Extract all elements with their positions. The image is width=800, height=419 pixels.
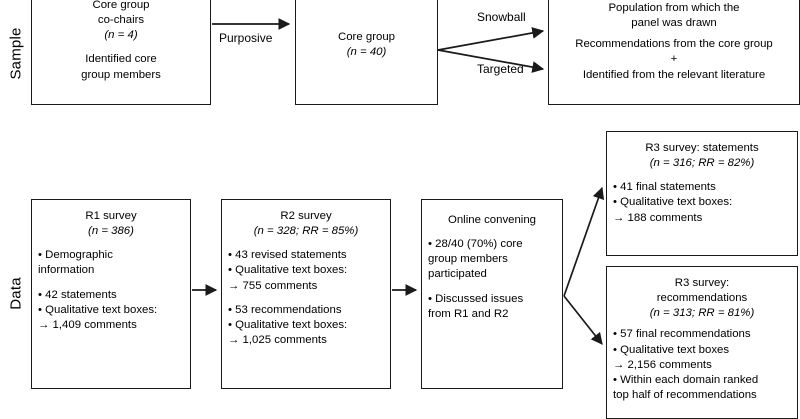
r2-bullet-1a: • 43 revised statements: [228, 249, 347, 262]
r1-subtitle: (n = 386): [88, 225, 134, 238]
r3r-subtitle: (n = 313; RR = 81%): [649, 307, 755, 320]
arrow-convening-to-r3-statements: [563, 186, 605, 297]
r3r-bullet-2: • Qualitative text boxes: [613, 343, 730, 356]
r2-bullet-2b: • Qualitative text boxes:: [228, 318, 348, 331]
r3r-bullet-4: • Within each domain ranked: [613, 373, 759, 386]
r2-bullet-2c: → 1,025 comments: [228, 334, 327, 347]
convening-title: Online convening: [447, 214, 537, 226]
core-chairs-line-3: (n = 4): [104, 29, 138, 42]
arrow-snowball: [437, 27, 545, 51]
arrow-convening-to-r3-recommendations: [563, 295, 603, 345]
box-online-convening[interactable]: Online convening • 28/40 (70%) core grou…: [421, 199, 563, 389]
population-line-1: Population from which the: [608, 2, 740, 14]
core-chairs-line-1: Core group: [92, 0, 150, 11]
population-plus: +: [670, 53, 678, 66]
r2-bullet-1c: → 755 comments: [228, 279, 318, 292]
r3s-bullet-1: • 41 final statements: [613, 181, 716, 194]
r3r-title-2: recommendations: [656, 292, 748, 305]
edge-label-targeted: Targeted: [477, 62, 524, 76]
box-r3-survey-statements[interactable]: R3 survey: statements (n = 316; RR = 82%…: [606, 131, 798, 256]
r2-bullet-2a: • 53 recommendations: [228, 303, 342, 316]
population-line-3: Recommendations from the core group: [575, 38, 773, 51]
r3r-title-1: R3 survey:: [674, 277, 730, 289]
box-population[interactable]: Population from which the panel was draw…: [548, 0, 800, 105]
box-core-group[interactable]: Core group (n = 40): [295, 0, 438, 105]
row-label-sample: Sample: [7, 27, 25, 80]
core-chairs-line-5: group members: [81, 68, 161, 81]
r3r-bullet-1: • 57 final recommendations: [613, 328, 751, 341]
core-chairs-line-2: co-chairs: [97, 14, 145, 27]
r3r-bullet-3: → 2,156 comments: [613, 358, 712, 371]
convening-bullet-1b: group members: [428, 253, 508, 266]
r3s-bullet-3: → 188 comments: [613, 211, 703, 224]
box-r2-survey[interactable]: R2 survey (n = 328; RR = 85%) • 43 revis…: [221, 199, 391, 389]
r1-bullet-1b: information: [38, 264, 95, 277]
convening-bullet-1c: participated: [428, 268, 487, 281]
r3s-subtitle: (n = 316; RR = 82%): [649, 157, 755, 170]
population-line-2: panel was drawn: [631, 17, 717, 30]
convening-bullet-2b: from R1 and R2: [428, 307, 509, 320]
core-group-line-2: (n = 40): [346, 46, 387, 59]
box-r3-survey-recommendations[interactable]: R3 survey: recommendations (n = 313; RR …: [606, 266, 798, 419]
r2-bullet-1b: • Qualitative text boxes:: [228, 264, 348, 277]
core-group-line-1: Core group: [338, 31, 395, 43]
r3s-bullet-2: • Qualitative text boxes:: [613, 196, 733, 209]
box-r1-survey[interactable]: R1 survey (n = 386) • Demographic inform…: [31, 199, 191, 389]
core-chairs-line-4: Identified core: [85, 53, 157, 66]
r1-bullet-2c: → 1,409 comments: [38, 318, 137, 331]
edge-label-purposive: Purposive: [219, 31, 273, 45]
r2-subtitle: (n = 328; RR = 85%): [253, 225, 359, 238]
row-label-data: Data: [7, 277, 25, 310]
edge-label-snowball: Snowball: [477, 10, 526, 24]
r1-bullet-1a: • Demographic: [38, 249, 113, 262]
convening-bullet-1a: • 28/40 (70%) core: [428, 238, 523, 251]
r3s-title: R3 survey: statements: [645, 142, 759, 154]
r1-bullet-2b: • Qualitative text boxes:: [38, 303, 158, 316]
r3r-bullet-5: top half of recommendations: [613, 389, 757, 402]
convening-bullet-2a: • Discussed issues: [428, 292, 524, 305]
r2-title: R2 survey: [280, 210, 332, 222]
r1-bullet-2a: • 42 statements: [38, 288, 117, 301]
box-core-group-co-chairs[interactable]: Core group co-chairs (n = 4) Identified …: [31, 0, 211, 105]
r1-title: R1 survey: [85, 210, 137, 222]
population-line-4: Identified from the relevant literature: [582, 68, 766, 81]
